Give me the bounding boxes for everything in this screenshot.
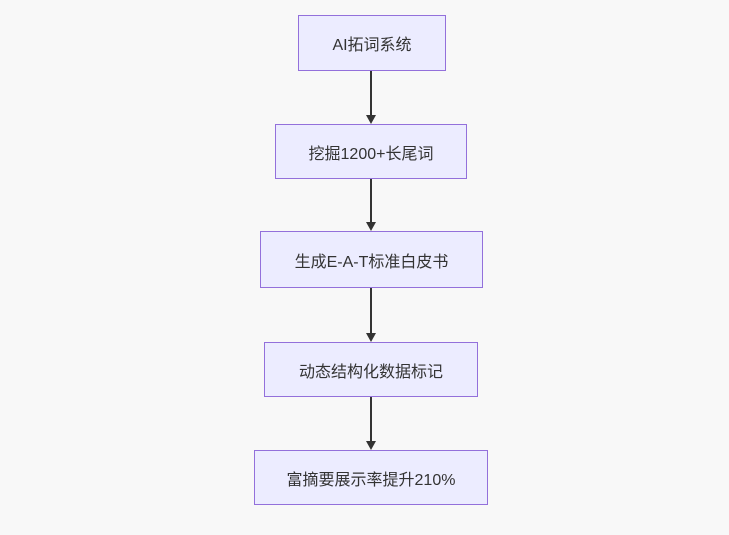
flow-arrow-2 — [366, 179, 376, 231]
flowchart-node-eat-whitepaper: 生成E-A-T标准白皮书 — [260, 231, 483, 288]
node-label: 生成E-A-T标准白皮书 — [294, 253, 449, 271]
flowchart-node-ai-word-system: AI拓词系统 — [298, 15, 446, 71]
arrowhead-down-icon — [366, 115, 376, 124]
arrow-line — [370, 397, 372, 442]
flowchart-node-rich-snippet-result: 富摘要展示率提升210% — [254, 450, 488, 505]
node-label: 富摘要展示率提升210% — [286, 471, 456, 489]
flow-arrow-3 — [366, 288, 376, 342]
flow-arrow-1 — [366, 71, 376, 124]
arrowhead-down-icon — [366, 333, 376, 342]
node-label: 挖掘1200+长尾词 — [308, 145, 434, 163]
flowchart-node-longtail-mining: 挖掘1200+长尾词 — [275, 124, 467, 179]
flowchart-node-structured-data: 动态结构化数据标记 — [264, 342, 478, 397]
arrowhead-down-icon — [366, 441, 376, 450]
flow-arrow-4 — [366, 397, 376, 450]
arrow-line — [370, 288, 372, 334]
node-label: AI拓词系统 — [332, 37, 412, 54]
node-label: 动态结构化数据标记 — [298, 363, 443, 381]
arrowhead-down-icon — [366, 222, 376, 231]
arrow-line — [370, 71, 372, 116]
arrow-line — [370, 179, 372, 223]
